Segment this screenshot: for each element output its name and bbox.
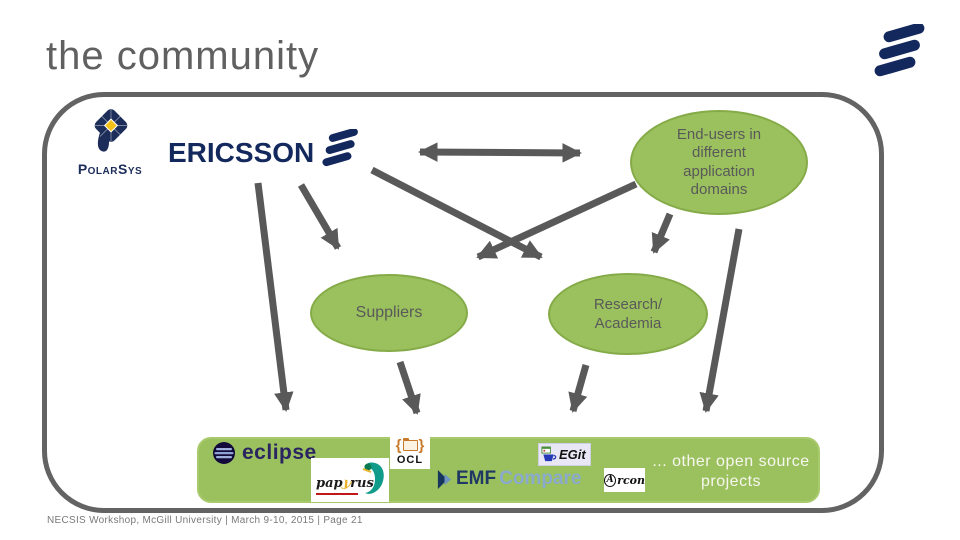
egit-logo: EGit: [538, 443, 591, 466]
arcon-logo: A rcon: [604, 468, 645, 492]
ocl-logo-label: OCL: [396, 454, 424, 466]
ericsson-logo-icon: [322, 128, 359, 178]
papyrus-bird-icon: [362, 462, 384, 494]
ocl-brace-open: {: [395, 437, 402, 454]
arcon-label-rest: rcon: [617, 473, 645, 487]
open-source-projects-bar: [197, 437, 820, 503]
emf-label: EMF: [456, 468, 497, 489]
eclipse-logo: eclipse: [212, 441, 317, 465]
ocl-logo: { } OCL: [390, 435, 430, 469]
node-end-users: End-users in different application domai…: [630, 110, 808, 215]
ocl-folder-icon: [402, 437, 418, 451]
footer-text: NECSIS Workshop, McGill University | Mar…: [47, 515, 363, 526]
node-research-label-line2: Academia: [594, 315, 662, 332]
other-projects-label: ... other open source projects: [652, 453, 810, 490]
node-end-users-label: End-users in different application domai…: [676, 125, 762, 198]
node-research-label-line1: Research/: [593, 295, 663, 313]
polarsys-logo-icon: [94, 109, 128, 152]
papyrus-label-right: rus: [350, 476, 374, 491]
polarsys-logo: PolarSys: [66, 108, 154, 177]
papyrus-red-strip: [316, 492, 358, 495]
emf-compare-logo: EMF Compare: [436, 468, 581, 490]
emf-compare-icon: [437, 469, 452, 489]
eclipse-logo-icon: [213, 442, 235, 464]
ericsson-logo-icon: [874, 22, 926, 91]
node-suppliers-label: Suppliers: [355, 304, 423, 321]
egit-cup-icon: [541, 446, 557, 462]
ocl-brace-close: }: [418, 437, 425, 454]
papyrus-label-left: pap: [316, 476, 343, 491]
page-title: the community: [46, 34, 320, 78]
egit-logo-label: EGit: [559, 447, 586, 462]
polarsys-logo-label: PolarSys: [77, 161, 143, 177]
emf-compare-label: Compare: [499, 468, 582, 489]
node-suppliers: Suppliers: [310, 274, 468, 352]
eclipse-logo-label: eclipse: [242, 441, 317, 464]
diagram-frame: [42, 92, 884, 513]
ericsson-wordmark: ERICSSON: [168, 137, 315, 168]
arcon-label-a: A: [604, 473, 617, 487]
papyrus-logo: pap y rus: [311, 458, 389, 502]
node-research-academia: Research/ Academia: [548, 273, 708, 355]
